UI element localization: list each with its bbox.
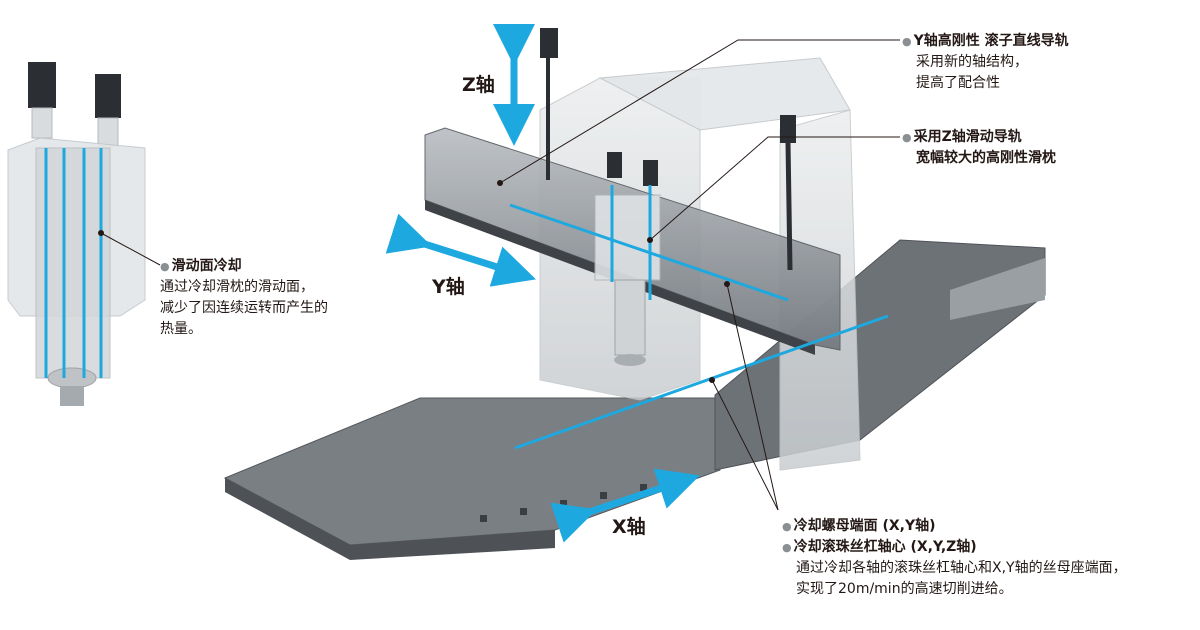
bullet-dot: ● (160, 260, 170, 273)
callout-y-rail: ●Y轴高刚性 滚子直线导轨 采用新的轴结构， 提高了配合性 (902, 31, 1069, 94)
gantry-machine (223, 28, 1046, 560)
callout-title: 宽幅较大的高刚性滑枕 (916, 150, 1056, 166)
bullet-dot: ● (782, 541, 792, 554)
servo-motor (780, 115, 796, 143)
bullet-dot: ● (782, 520, 792, 533)
callout-text: 提高了配合性 (916, 75, 1000, 91)
x-axis-arrow (550, 468, 700, 543)
z-axis-label: Z轴 (462, 74, 495, 96)
ram-illustration (7, 62, 146, 406)
callout-ballscrew-cooling: ●冷却螺母端面 (X,Y轴) ●冷却滚珠丝杠轴心 (X,Y,Z轴) 通过冷却各轴… (782, 516, 1127, 600)
bullet-dot: ● (902, 35, 912, 48)
callout-title: 滑动面冷却 (171, 258, 242, 274)
callout-text: 减少了因连续运转而产生的 (160, 300, 328, 316)
callout-title: 冷却螺母端面 (X,Y轴) (793, 518, 936, 534)
y-axis-label: Y轴 (432, 276, 465, 298)
x-axis-label: X轴 (612, 516, 646, 538)
callout-slide-cooling: ●滑动面冷却 通过冷却滑枕的滑动面， 减少了因连续运转而产生的 热量。 (160, 256, 328, 340)
callout-text: 通过冷却各轴的滚珠丝杠轴心和X,Y轴的丝母座端面， (796, 560, 1127, 576)
callout-title: Y轴高刚性 滚子直线导轨 (913, 33, 1069, 49)
leader-lines (100, 39, 900, 511)
callout-title: 冷却滚珠丝杠轴心 (X,Y,Z轴) (793, 539, 977, 555)
callout-text: 热量。 (160, 321, 202, 337)
servo-motor (540, 28, 558, 58)
servo-motor (28, 62, 56, 108)
servo-motor (607, 152, 622, 178)
callout-z-ram: ●采用Z轴滑动导轨 宽幅较大的高刚性滑枕 (902, 127, 1056, 169)
callout-title: 采用Z轴滑动导轨 (913, 129, 1022, 145)
leader-dots (98, 180, 730, 383)
servo-motor (643, 160, 658, 186)
callout-text: 通过冷却滑枕的滑动面， (160, 279, 314, 295)
servo-motor (95, 74, 121, 118)
bullet-dot: ● (902, 131, 912, 144)
callout-text: 采用新的轴结构， (916, 54, 1028, 70)
y-axis-arrow (385, 213, 537, 287)
callout-text: 实现了20m/min的高速切削进给。 (796, 581, 1013, 597)
z-ram (614, 279, 646, 356)
